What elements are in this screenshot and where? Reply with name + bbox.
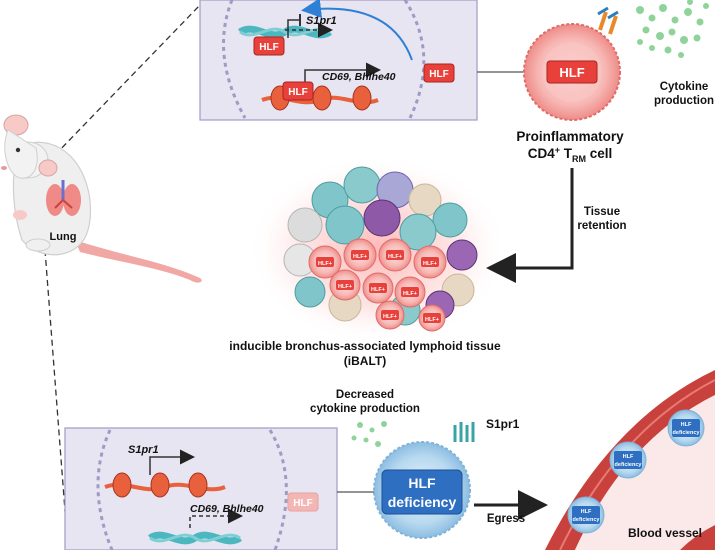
cell-hlf-label: HLF xyxy=(559,65,584,80)
cytokine-label-line1: Cytokine xyxy=(660,81,709,93)
egress-label: Egress xyxy=(487,513,525,525)
background-cells xyxy=(283,166,478,326)
vessel-cell-1: HLF deficiency xyxy=(667,409,705,447)
svg-text:deficiency: deficiency xyxy=(673,430,701,436)
vessel-cell-2: HLF deficiency xyxy=(609,441,647,479)
blood-vessel-label: Blood vessel xyxy=(628,526,702,540)
dna-strand-teal-bottom xyxy=(148,531,242,545)
svg-text:HLF+: HLF+ xyxy=(383,314,397,320)
top-nucleus-panel: S1pr1 CD69, Bhlhe40 HLF HLF HLF xyxy=(199,0,478,121)
ibalt-cluster: HLF+ HLF+ HLF+ HLF+ HLF+ HLF+ HLF+ HLF+ … xyxy=(248,155,508,345)
tissue-retention-line1: Tissue xyxy=(584,206,620,218)
ibalt-label-line1: inducible bronchus-associated lymphoid t… xyxy=(229,339,501,353)
s1pr1-receptor-label: S1pr1 xyxy=(486,417,520,431)
hlf-positive-cells: HLF+ HLF+ HLF+ HLF+ HLF+ HLF+ HLF+ HLF+ … xyxy=(308,238,447,332)
gene-label-s1pr1-bottom: S1pr1 xyxy=(128,444,159,456)
decreased-label-line1: Decreased xyxy=(336,389,394,401)
dna-strand-orange-bottom xyxy=(104,472,226,498)
cell-caption-line2: CD4+ TRM cell xyxy=(528,145,613,164)
svg-text:HLF: HLF xyxy=(581,509,592,515)
svg-text:HLF: HLF xyxy=(623,454,634,460)
svg-text:HLF+: HLF+ xyxy=(318,261,332,267)
svg-text:HLF+: HLF+ xyxy=(403,291,417,297)
tissue-retention-line2: retention xyxy=(577,220,626,232)
cytokine-label-line2: production xyxy=(654,95,714,107)
mouse-illustration: Lung xyxy=(1,114,202,283)
hlf-free-box: HLF xyxy=(423,63,455,83)
svg-text:HLF+: HLF+ xyxy=(371,287,385,293)
svg-text:HLF: HLF xyxy=(429,69,448,80)
hlf-faded-box: HLF xyxy=(287,492,319,512)
proinflammatory-cell: HLF xyxy=(523,6,621,121)
bottom-nucleus-panel: S1pr1 CD69, Bhlhe40 HLF xyxy=(64,427,338,551)
svg-text:HLF: HLF xyxy=(293,498,312,509)
gene-label-cd69-bhlhe40-bottom: CD69, Bhlhe40 xyxy=(190,503,264,515)
hlf-deficient-cell: HLF deficiency xyxy=(373,422,475,539)
blood-vessel: HLF deficiency HLF deficiency HLF defici… xyxy=(545,370,715,551)
svg-text:deficiency: deficiency xyxy=(615,462,643,468)
svg-text:HLF+: HLF+ xyxy=(423,261,437,267)
svg-text:HLF+: HLF+ xyxy=(338,284,352,290)
hlf-bound-box-2: HLF xyxy=(282,81,314,101)
svg-text:HLF+: HLF+ xyxy=(388,254,402,260)
svg-text:HLF+: HLF+ xyxy=(425,317,439,323)
gene-label-s1pr1-top: S1pr1 xyxy=(306,15,337,27)
s1pr1-receptor xyxy=(453,422,475,442)
svg-text:HLF+: HLF+ xyxy=(353,254,367,260)
dna-strand-orange-top xyxy=(261,85,379,111)
svg-text:HLF: HLF xyxy=(259,42,278,53)
ibalt-label-line2: (iBALT) xyxy=(344,354,386,368)
decreased-label-line2: cytokine production xyxy=(310,403,420,415)
organ-label: Lung xyxy=(50,231,77,243)
cytokine-particles-bottom xyxy=(351,421,387,447)
deficient-cell-line2: deficiency xyxy=(388,494,457,510)
zoom-connector-lines xyxy=(44,4,201,551)
deficient-cell-line1: HLF xyxy=(408,475,436,491)
hlf-bound-box-1: HLF xyxy=(253,36,285,56)
svg-text:deficiency: deficiency xyxy=(573,517,601,523)
tissue-retention-arrow xyxy=(486,168,574,283)
svg-text:HLF: HLF xyxy=(681,422,692,428)
gene-label-cd69-bhlhe40-top: CD69, Bhlhe40 xyxy=(322,71,396,83)
vessel-cell-3: HLF deficiency xyxy=(567,496,605,534)
cytokine-particles-top xyxy=(636,0,709,58)
svg-text:HLF: HLF xyxy=(288,87,307,98)
cell-caption-line1: Proinflammatory xyxy=(516,129,624,144)
